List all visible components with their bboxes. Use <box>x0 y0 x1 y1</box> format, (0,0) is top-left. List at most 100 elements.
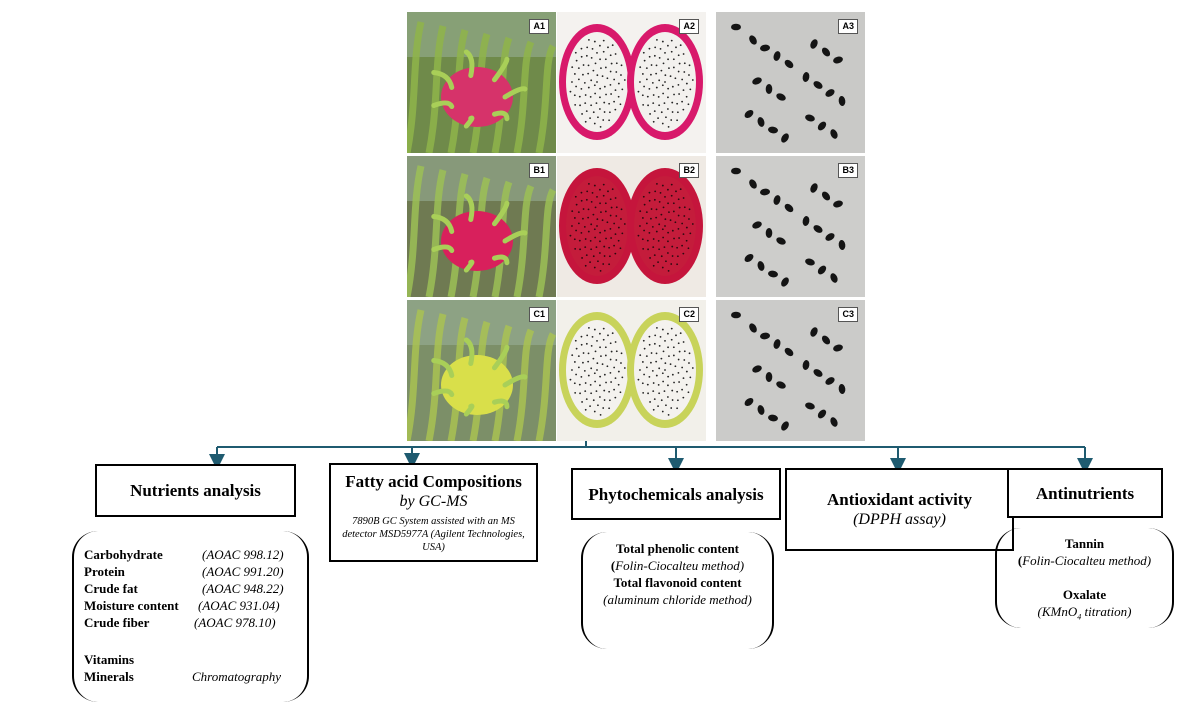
fruit-seed-speck <box>601 75 604 78</box>
fruit-seed-speck <box>590 200 593 203</box>
fruit-seed-speck <box>571 225 573 227</box>
fruit-seed-speck <box>574 339 577 342</box>
fruit-seed-speck <box>602 338 605 341</box>
fruit-seed-speck <box>676 407 679 410</box>
fruit-seed-speck <box>677 358 680 361</box>
fruit-seed-speck <box>676 102 679 105</box>
fruit-seed-speck <box>614 377 617 380</box>
fruit-seed-speck <box>658 367 661 370</box>
fruit-seed-speck <box>609 54 612 57</box>
fruit-seed-speck <box>620 74 622 76</box>
fruit-seed-speck <box>584 94 587 96</box>
fruit-seed-speck <box>683 350 686 353</box>
oxalate-label: Oxalate <box>1062 587 1107 602</box>
nutrient-method: (AOAC 978.10) <box>194 615 276 630</box>
fruit-seed-speck <box>673 381 675 384</box>
fruit-seed-speck <box>663 390 666 393</box>
fruit-seed-speck <box>590 223 593 226</box>
nutrients-detail-panel: Carbohydrate(AOAC 998.12)Protein(AOAC 99… <box>72 531 309 702</box>
fruit-seed-speck <box>653 54 656 57</box>
fruit-seed-speck <box>682 377 685 380</box>
fruit-seed-speck <box>601 219 604 222</box>
fruit-seed-speck <box>657 383 660 386</box>
photo-b3-image <box>716 156 865 297</box>
fruit-seed-speck <box>639 66 642 69</box>
fruit-seed-speck <box>649 113 651 115</box>
fruit-seed-speck <box>652 408 655 411</box>
fruit-seed-speck <box>641 238 644 241</box>
nutrients-analysis-box: Nutrients analysis <box>95 464 296 517</box>
fruit-seed-speck <box>669 363 672 366</box>
fruit-seed-speck <box>584 102 587 105</box>
fruit-seed-speck <box>676 399 679 402</box>
fruit-seed-speck <box>587 72 590 75</box>
seed <box>810 327 818 337</box>
seed <box>802 216 810 226</box>
fruit-seed-speck <box>620 208 623 211</box>
seed <box>830 417 838 427</box>
seed <box>776 237 786 245</box>
fruit-seed-speck <box>595 102 598 105</box>
fruit-seed-speck <box>590 79 593 82</box>
fruit-seed-speck <box>579 392 581 395</box>
fruit-seed-speck <box>673 93 675 96</box>
fruit-seed-speck <box>582 73 584 76</box>
seed <box>768 126 778 134</box>
fruit-seed-speck <box>672 202 675 205</box>
fruit-seed-speck <box>641 73 644 75</box>
fruit-seed-speck <box>646 383 649 386</box>
fruit-seed-speck <box>609 358 612 361</box>
fruit-seed-speck <box>581 113 583 115</box>
fruit-seed-speck <box>613 78 616 81</box>
fruit-seed-speck <box>603 245 606 248</box>
fruit-seed-speck <box>658 392 661 395</box>
cactus-stem <box>535 188 556 297</box>
fruit-seed-speck <box>596 196 598 198</box>
fruit-bract <box>491 200 510 227</box>
seed <box>830 129 838 139</box>
fruit-seed-speck <box>651 81 654 84</box>
fruit-seed-speck <box>610 237 612 239</box>
fruit-seed-speck <box>590 248 593 251</box>
minerals-label: Minerals <box>84 669 134 684</box>
seed <box>781 421 789 431</box>
photo-a3-image <box>716 12 865 153</box>
fruit-seed-speck <box>608 255 611 258</box>
seed <box>833 344 843 352</box>
fruit-seed-speck <box>580 375 583 378</box>
fruit-seed-speck <box>670 407 673 409</box>
fruit-seed-speck <box>667 58 669 61</box>
fruit-seed-speck <box>645 211 648 214</box>
fruit-seed-speck <box>613 366 616 369</box>
fruit-seed-speck <box>599 413 602 416</box>
fruit-seed-speck <box>645 67 648 70</box>
fruit-seed-speck <box>676 246 679 249</box>
nutrient-method: (AOAC 991.20) <box>202 564 284 579</box>
seed <box>825 233 835 241</box>
fruit-seed-speck <box>595 246 598 249</box>
seed <box>817 265 827 275</box>
fruit-seed-speck <box>587 352 590 355</box>
fruit-seed-speck <box>664 81 666 83</box>
fruit-seed-speck <box>608 102 611 105</box>
fruit-seed-speck <box>599 332 601 335</box>
fruit-seed-speck <box>591 191 594 194</box>
fruit-seed-speck <box>658 104 661 107</box>
fruit-seed-speck <box>681 244 683 247</box>
fruit-seed-speck <box>691 223 694 225</box>
phytochemicals-box: Phytochemicals analysis <box>571 468 781 520</box>
fruit-seed-speck <box>658 56 661 59</box>
fruit-seed-speck <box>617 226 620 229</box>
fruit-seed-speck <box>615 62 618 65</box>
fruit-seed-speck <box>599 96 601 99</box>
vitamins-label: Vitamins <box>84 652 135 667</box>
fruit-seed-speck <box>587 374 590 377</box>
fruit-seed-speck <box>682 108 685 111</box>
fruit-seed-speck <box>584 264 587 267</box>
fruit-seed-speck <box>577 67 580 70</box>
fruit-seed-speck <box>605 237 607 240</box>
fruit-seed-speck <box>645 222 648 225</box>
seed <box>805 258 815 266</box>
fruit-seed-speck <box>584 408 587 411</box>
seed <box>810 183 818 193</box>
